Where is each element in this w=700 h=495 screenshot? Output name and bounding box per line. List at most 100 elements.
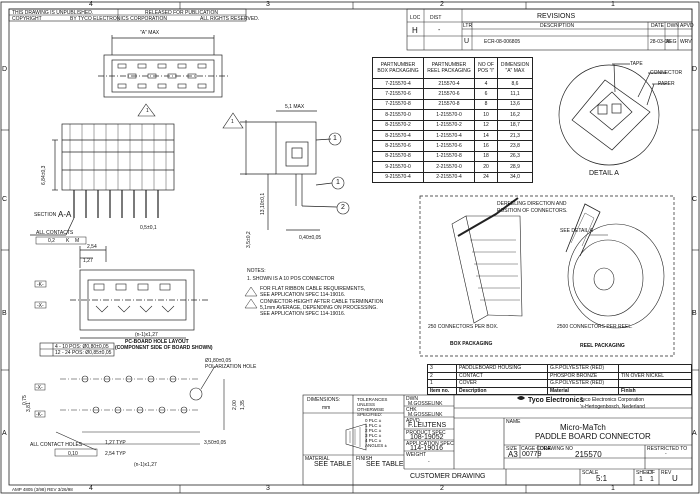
reel-packaging-image [565, 203, 665, 329]
tb-of: 1 [650, 476, 654, 483]
note-2a: FOR FLAT RIBBON CABLE REQUIREMENTS, [260, 286, 366, 292]
cell: 1-215570-8 [423, 150, 475, 163]
tb-tol-3: 3 PLC ± [365, 433, 382, 438]
rights-reserved: ALL RIGHTS RESERVED. [200, 16, 260, 22]
cell: 24 [474, 171, 498, 183]
pcb-dim-35: 3,50±0,05 [204, 440, 227, 446]
section-label: SECTION [34, 212, 57, 218]
pcb-pol-dia: Ø1,80±0,05 [205, 358, 232, 364]
title-block [302, 394, 693, 486]
dim-pitch: (n-1)x1,27 [135, 332, 158, 338]
dim-1-27: 1,27 [83, 258, 93, 264]
tb-dimensions-label: DIMENSIONS: [307, 397, 341, 403]
cell: 1-215570-6 [423, 140, 475, 152]
cell: 12 [474, 119, 498, 131]
tb-dwg: 215570 [575, 450, 602, 459]
bottom-view [70, 246, 210, 339]
cell: Item no. [427, 386, 457, 395]
dim-0-40: 0,40±0,05 [299, 235, 322, 241]
tolerance-k: K [66, 238, 70, 244]
cell: 8 [474, 98, 498, 111]
tape-label: TAPE [630, 61, 643, 67]
tb-apvd: F.LEIJTENS [408, 422, 447, 429]
pn-header-reel: PARTNUMBER REEL PACKAGING [423, 57, 475, 79]
copyright-label: COPYRIGHT [12, 16, 42, 22]
rev-dwn: AEG [666, 39, 677, 45]
zone-left-a: A [2, 430, 7, 437]
cell: 8-215570-2 [372, 119, 424, 131]
tb-company: Tyco Electronics Corporation [580, 397, 644, 403]
cell: 6 [474, 88, 498, 100]
tb-name-2: PADDLE BOARD CONNECTOR [535, 432, 651, 441]
zone-top-2: 2 [440, 1, 444, 8]
cell: 1-215570-2 [423, 119, 475, 131]
tolerance-0-2: 0,2 [48, 238, 55, 244]
callout-a2: 1 [231, 119, 234, 125]
box-packaging-image [451, 197, 523, 324]
cell: 14 [474, 129, 498, 142]
zone-right-b: B [692, 310, 697, 317]
cell: Finish [618, 386, 692, 395]
zone-right-d: D [692, 66, 698, 73]
cell: 13,6 [497, 98, 533, 111]
tb-name-1: Micro-MaTch [560, 423, 606, 432]
rev-dist-label: DIST [430, 15, 442, 21]
cell: 1-215570-0 [423, 109, 475, 121]
cell: 3 [427, 364, 457, 373]
datum-x: -X- [37, 303, 44, 309]
tb-sheet: 1 [639, 476, 643, 483]
tb-sheet-label: SHEET [636, 470, 653, 476]
dim-13-10: 13,10±0,1 [260, 192, 266, 215]
cell: 2-215570-0 [423, 161, 475, 173]
cell: 1 [427, 379, 457, 388]
tb-finish: SEE TABLE [366, 461, 404, 468]
tb-size-label: SIZE [506, 446, 518, 452]
cell: 215570-6 [423, 88, 475, 100]
cell: 26,3 [497, 150, 533, 163]
callout-1: 1 [333, 135, 337, 142]
rev-loc: H [412, 26, 418, 35]
tb-customer-drawing: CUSTOMER DRAWING [410, 473, 486, 480]
callout-3: 2 [341, 204, 345, 211]
cell: 16,2 [497, 109, 533, 121]
pcb-layout [39, 342, 225, 451]
pcb-dim-135: 1,35 [240, 400, 246, 410]
tb-brand: Tyco Electronics [528, 397, 584, 404]
cell [618, 364, 692, 373]
cell: 18 [474, 150, 498, 163]
pcb-dim-127: 1,27 TYP [105, 440, 126, 446]
callout-a1: 1 [146, 108, 149, 114]
rev-ltr: U [464, 38, 470, 45]
pcb-dim-254: 2,54 TYP [105, 451, 126, 457]
cell: 23,8 [497, 140, 533, 152]
zone-right-a: A [692, 430, 697, 437]
tb-material-label: MATERIAL [305, 456, 330, 462]
cell: Material [547, 386, 619, 395]
tb-rev: U [672, 474, 678, 483]
pkg-title-1: DEREELING DIRECTION AND [497, 201, 567, 207]
see-detail-a: SEE DETAIL A [560, 228, 593, 234]
zone-top-1: 1 [611, 1, 615, 8]
rev-date: 28-03-08 [650, 39, 671, 45]
cell: PADDLEBOARD HOUSING [456, 364, 548, 373]
tb-rev-label: REV [661, 470, 672, 476]
reel-count: 2500 CONNECTORS PER REEL. [557, 324, 633, 330]
cell: 9-215570-4 [372, 171, 424, 183]
tb-dwg-label: DRAWING NO [540, 446, 573, 452]
dim-0-5: 0,5±0,1 [140, 225, 157, 231]
cell: 1-215570-4 [423, 129, 475, 142]
copyright-by: BY TYCO ELECTRONICS CORPORATION [70, 16, 167, 22]
all-contacts-label: ALL CONTACTS [36, 230, 74, 236]
cell: 28,9 [497, 161, 533, 173]
cell: 8,6 [497, 77, 533, 90]
cell: 2-215570-4 [423, 171, 475, 183]
note-3c: SEE APPLICATION SPEC 114-19016. [260, 311, 346, 317]
pcb-subtitle: (COMPONENT SIDE OF BOARD SHOWN) [115, 345, 213, 351]
